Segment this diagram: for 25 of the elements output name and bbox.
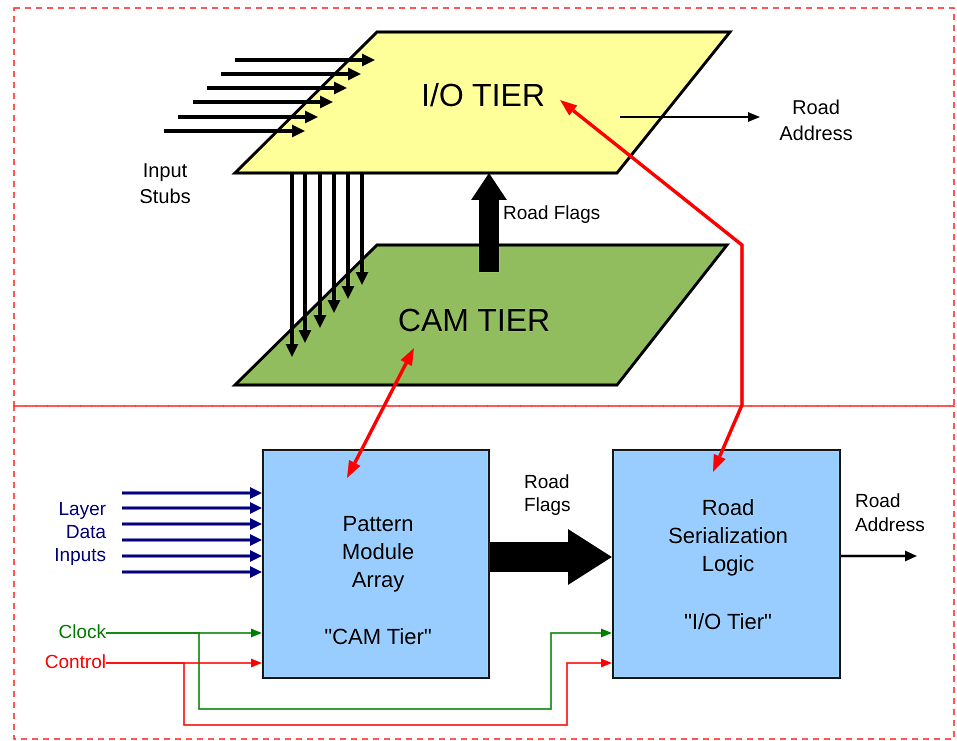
arrow — [122, 550, 262, 562]
box-subtitle: "I/O Tier" — [683, 608, 773, 636]
arrow — [122, 518, 262, 530]
arrow — [841, 550, 917, 562]
box-title: Pattern Module Array — [340, 510, 416, 594]
process-box — [262, 449, 490, 679]
signal-label: Clock — [40, 621, 106, 645]
edge-label: Road Flags — [503, 202, 600, 225]
annotation-text: Road Address — [855, 490, 926, 538]
annotation-text: Input Stubs — [138, 159, 192, 210]
arrow — [106, 658, 612, 726]
annotation-text: Layer Data Inputs — [53, 498, 106, 567]
arrow — [122, 534, 262, 546]
arrow — [106, 628, 612, 710]
signal-label: Control — [28, 651, 106, 675]
process-box — [612, 449, 841, 679]
arrow — [122, 502, 262, 514]
double-arrow — [347, 348, 414, 478]
thick-arrow — [490, 529, 612, 585]
signal-label: Road Address — [760, 95, 872, 149]
arrow — [122, 487, 262, 499]
thick-arrow — [471, 173, 507, 272]
box-title: Road Serialization Logic — [667, 494, 789, 578]
box-subtitle: "CAM Tier" — [323, 623, 433, 651]
arrow — [122, 566, 262, 578]
